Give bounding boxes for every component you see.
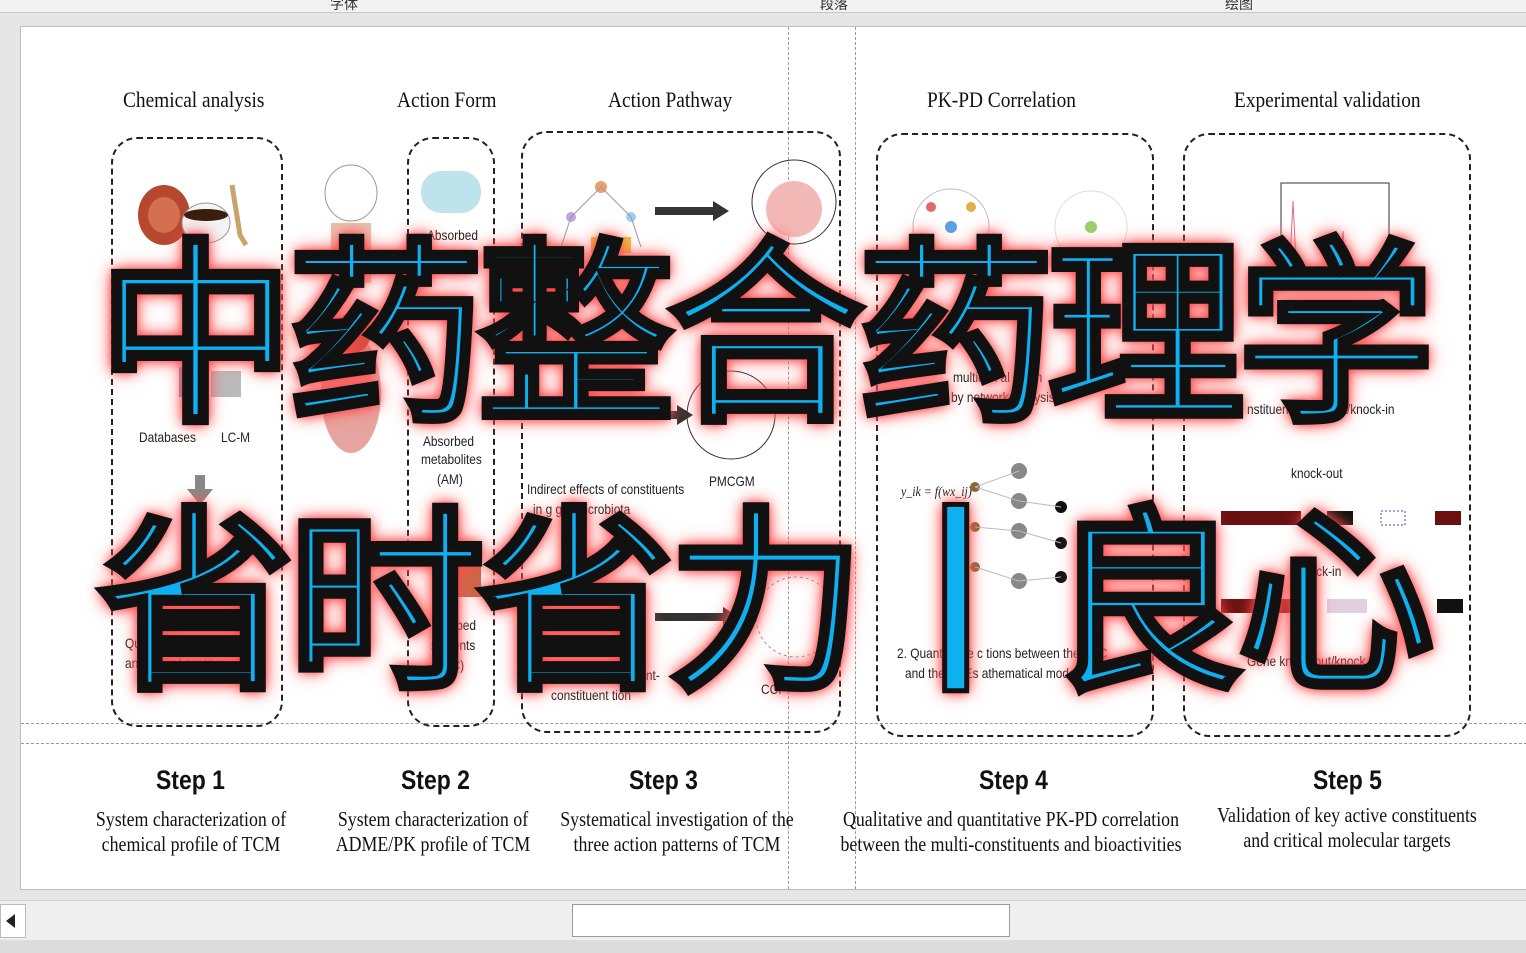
neural-network-illustration xyxy=(970,463,1067,589)
label-auxiliary-1: Auxiliary effects of ituent- xyxy=(527,667,660,683)
ribbon-group-drawing[interactable]: 绘图 xyxy=(1225,0,1253,13)
step3-title: Step 3 xyxy=(629,765,698,795)
molecule-capsule-icon xyxy=(421,171,481,213)
step1-title: Step 1 xyxy=(156,765,225,795)
guide-horizontal-2 xyxy=(21,743,1526,744)
constituent-network-illustration xyxy=(560,181,642,253)
arrow-to-cci xyxy=(655,607,739,627)
step5-title: Step 5 xyxy=(1313,765,1382,795)
step1-desc-line1: System characterization of xyxy=(95,807,287,831)
label-uac-2: stituents xyxy=(431,637,476,653)
overlay-title-line1: 中药整合药理学 xyxy=(95,221,1436,454)
label-multidim-2: by network analysis xyxy=(951,389,1055,405)
step3-description: Systematical investigation of the three … xyxy=(541,807,813,857)
target-circle-illustration xyxy=(751,159,837,245)
step4-title: Step 4 xyxy=(979,765,1048,795)
guide-horizontal-1 xyxy=(21,723,1526,724)
column-title-pkpd-correlation: PK-PD Correlation xyxy=(927,87,1076,112)
label-knockout: knock-out xyxy=(1291,465,1343,481)
guide-vertical-2 xyxy=(855,27,856,889)
step3-desc-line2: three action patterns of TCM xyxy=(573,832,781,856)
label-quantitative-1: 2. Quantitative c tions between the KAC xyxy=(897,645,1108,661)
label-auxiliary-2: constituent tion xyxy=(551,687,632,703)
label-cci: CCI xyxy=(761,681,782,697)
label-uac-3: UAC) xyxy=(435,657,465,673)
step5-desc-line1: Validation of key active constituents xyxy=(1217,803,1477,827)
slide-canvas[interactable]: Chemical analysis Action Form Action Pat… xyxy=(20,26,1526,890)
network-graph-illustration xyxy=(912,188,1128,266)
step2-desc-line1: System characterization of xyxy=(337,807,529,831)
knockin-gene-diagram xyxy=(1221,599,1463,613)
label-multidim-1: multidim al a tion xyxy=(953,369,1043,385)
column-title-action-pathway: Action Pathway xyxy=(608,87,733,112)
overlay-title-line2: 省时省力丨良心 xyxy=(95,489,1436,722)
cci-circle-illustration xyxy=(755,576,837,658)
label-constituent-knockout: nstituent knock-out/knock-in xyxy=(1247,401,1395,417)
label-absorbed-metab-1: Absorbed xyxy=(423,433,474,449)
step4-desc-line2: between the multi-constituents and bioac… xyxy=(840,832,1182,856)
arrow-to-pmcgm xyxy=(655,405,693,425)
step4-desc-line1: Qualitative and quantitative PK-PD corre… xyxy=(842,807,1180,831)
label-databases: Databases xyxy=(139,429,196,445)
column-title-experimental-validation: Experimental validation xyxy=(1234,87,1421,112)
label-qualitative-1: Qualitative a uantitativ xyxy=(125,635,243,651)
label-indirect-1: Indirect effects of constituents xyxy=(527,481,685,497)
label-pmcgm: PMCGM xyxy=(709,473,755,489)
label-formula: y_ik = f(wx_ij) xyxy=(901,485,972,500)
step2-title: Step 2 xyxy=(401,765,470,795)
label-absorbed-2: prot xyxy=(427,247,448,263)
pmcgm-circle-illustration xyxy=(686,370,776,460)
label-qualitative-2: analysis of onstitue xyxy=(125,655,227,671)
guide-vertical-1 xyxy=(788,27,789,889)
scrollbar-thumb[interactable] xyxy=(572,904,1010,937)
step1-dashed-box xyxy=(111,137,283,727)
label-absorbed-metab-2: metabolites xyxy=(421,451,482,467)
ribbon-bottom-strip: 字体 段落 绘图 xyxy=(0,0,1526,13)
status-bar xyxy=(0,940,1526,953)
step3-dashed-box xyxy=(521,131,841,733)
label-quantitative-2: and the CPEs athematical modeling xyxy=(905,665,1095,681)
herbs-and-tea-illustration xyxy=(138,184,249,247)
step5-description: Validation of key active constituents an… xyxy=(1194,803,1500,853)
arrow-to-target-circle xyxy=(655,201,729,221)
step5-desc-line2: and critical molecular targets xyxy=(1243,828,1451,852)
lcms-chart-icon xyxy=(179,367,241,397)
step2-description: System characterization of ADME/PK profi… xyxy=(331,807,535,857)
step5-dashed-box xyxy=(1183,133,1471,737)
ribbon-group-font[interactable]: 字体 xyxy=(330,0,358,13)
label-uac-1: bsorbed xyxy=(433,617,477,633)
step4-dashed-box xyxy=(876,133,1154,737)
label-absorbed-1: Absorbed xyxy=(427,227,478,243)
step3-desc-line1: Systematical investigation of the xyxy=(560,807,794,831)
step2-dashed-box xyxy=(407,137,495,727)
step4-description: Qualitative and quantitative PK-PD corre… xyxy=(833,807,1190,857)
label-absorbed-metab-3: (AM) xyxy=(437,471,463,487)
uac-molecule-icon xyxy=(439,547,481,597)
step1-description: System characterization of chemical prof… xyxy=(89,807,293,857)
column-title-chemical-analysis: Chemical analysis xyxy=(123,87,265,112)
knockout-gene-diagram xyxy=(1221,510,1461,526)
step1-desc-line2: chemical profile of TCM xyxy=(101,832,281,856)
label-indirect-2: in g gut microbiota xyxy=(533,501,631,517)
step2-desc-line2: ADME/PK profile of TCM xyxy=(335,832,531,856)
down-arrow-icon xyxy=(187,475,213,505)
label-lcms: LC-M xyxy=(221,429,251,445)
ribbon-group-paragraph[interactable]: 段落 xyxy=(820,0,848,13)
label-knockin: knock-in xyxy=(1297,563,1342,579)
scroll-left-arrow-icon[interactable] xyxy=(0,904,26,938)
chromatogram-illustration xyxy=(1280,182,1390,290)
human-body-illustration xyxy=(321,164,381,453)
label-gene-knockout: Gene knock-out/knock xyxy=(1247,653,1366,669)
column-title-action-form: Action Form xyxy=(397,87,497,112)
